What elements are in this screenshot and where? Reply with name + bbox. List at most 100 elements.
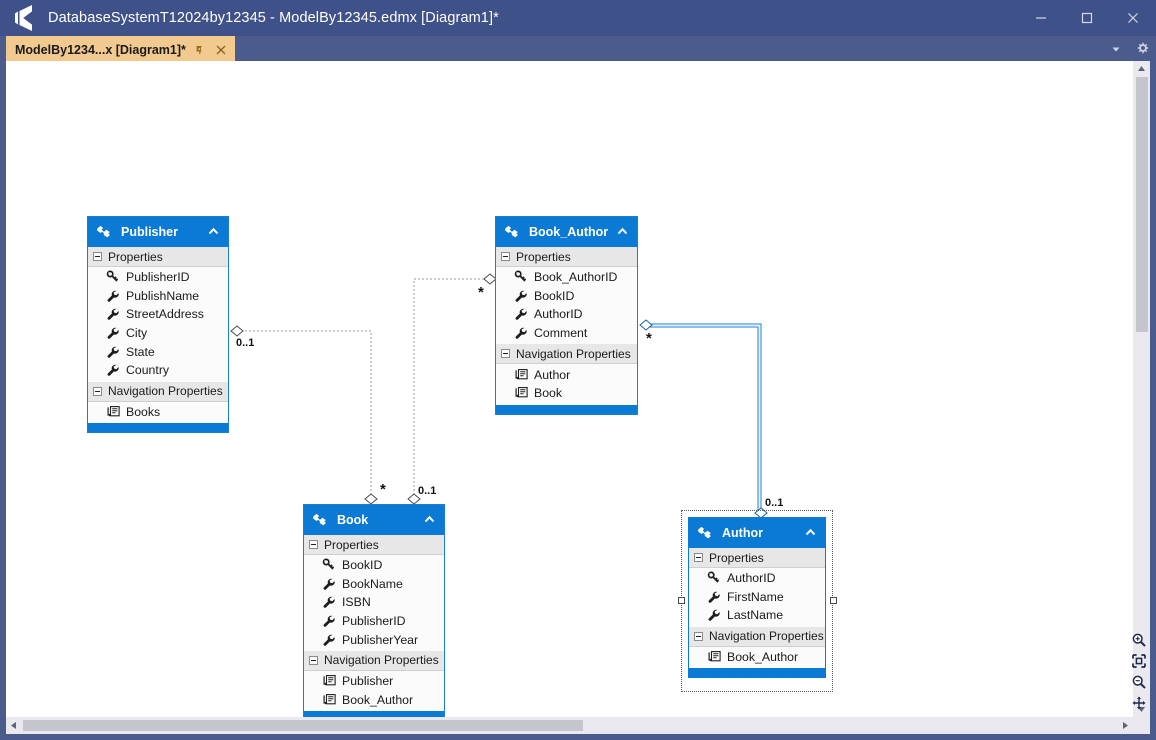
tab-strip-controls	[1108, 36, 1150, 61]
section-header-properties[interactable]: Properties	[689, 548, 825, 568]
property-name: AuthorID	[727, 571, 776, 586]
vertical-scrollbar-thumb[interactable]	[1136, 77, 1148, 332]
vertical-scrollbar[interactable]	[1133, 61, 1150, 717]
property-name: BookID	[342, 558, 383, 573]
scroll-left-icon[interactable]	[6, 717, 21, 734]
section-header-properties[interactable]: Properties	[88, 247, 228, 267]
zoom-in-icon[interactable]	[1130, 631, 1149, 649]
section-header-properties[interactable]: Properties	[304, 535, 444, 555]
property-row[interactable]: Country	[88, 361, 228, 380]
property-row[interactable]: Publisher	[304, 672, 444, 691]
wrench-icon	[106, 326, 120, 340]
property-name: State	[126, 344, 155, 359]
minimize-button[interactable]	[1018, 0, 1064, 36]
property-name: Publisher	[342, 674, 394, 689]
property-row[interactable]: Book_Author	[304, 691, 444, 710]
property-row[interactable]: AuthorID	[689, 569, 825, 588]
property-name: BookName	[342, 576, 403, 591]
property-row[interactable]: City	[88, 324, 228, 343]
collapse-chevron-icon[interactable]	[616, 225, 630, 239]
wrench-icon	[514, 289, 528, 303]
collapse-chevron-icon[interactable]	[423, 513, 437, 527]
key-icon	[514, 270, 528, 284]
pan-icon[interactable]	[1130, 694, 1149, 712]
scroll-up-icon[interactable]	[1133, 61, 1150, 76]
section-header-navigation-properties[interactable]: Navigation Properties	[304, 650, 444, 671]
section-header-properties[interactable]: Properties	[496, 247, 637, 267]
wrench-icon	[707, 608, 721, 622]
collapse-toggle-icon[interactable]	[694, 631, 703, 641]
entity-header-author[interactable]: Author	[689, 518, 825, 548]
property-name: City	[126, 326, 148, 341]
zoom-out-icon[interactable]	[1130, 673, 1149, 691]
tab-strip: ModelBy1234...x [Diagram1]*	[0, 36, 1156, 61]
scroll-right-icon[interactable]	[1118, 717, 1133, 734]
tab-close-icon[interactable]	[214, 43, 228, 57]
section-header-navigation-properties[interactable]: Navigation Properties	[689, 626, 825, 647]
property-row[interactable]: Book_AuthorID	[496, 268, 637, 287]
multiplicity-label-bookauthor-book-from: *	[478, 284, 484, 301]
property-row[interactable]: PublisherYear	[304, 630, 444, 649]
entity-footer	[88, 423, 228, 433]
property-name: Book	[534, 386, 563, 401]
property-row[interactable]: Book	[496, 384, 637, 403]
collapse-toggle-icon[interactable]	[309, 655, 318, 665]
entity-type-icon	[96, 225, 113, 240]
property-row[interactable]: Author	[496, 365, 637, 384]
property-row[interactable]: StreetAddress	[88, 305, 228, 324]
horizontal-scrollbar[interactable]	[6, 717, 1133, 734]
horizontal-scrollbar-thumb[interactable]	[23, 720, 583, 731]
fit-to-screen-icon[interactable]	[1130, 652, 1149, 670]
wrench-icon	[514, 307, 528, 321]
property-row[interactable]: ISBN	[304, 593, 444, 612]
entity-header-publisher[interactable]: Publisher	[88, 217, 228, 247]
collapse-toggle-icon[interactable]	[501, 349, 510, 359]
property-row[interactable]: FirstName	[689, 588, 825, 607]
collapse-chevron-icon[interactable]	[207, 225, 221, 239]
property-row[interactable]: BookName	[304, 575, 444, 594]
multiplicity-label-bookauthor-author-from: *	[646, 330, 652, 347]
property-row[interactable]: BookID	[496, 287, 637, 306]
pin-icon[interactable]	[193, 43, 207, 57]
property-row[interactable]: PublisherID	[304, 612, 444, 631]
property-row[interactable]: LastName	[689, 606, 825, 625]
entity-name: Book	[337, 513, 369, 527]
chevron-down-icon[interactable]	[1108, 41, 1124, 57]
property-row[interactable]: Book_Author	[689, 648, 825, 667]
entity-header-book_author[interactable]: Book_Author	[496, 217, 637, 247]
collapse-toggle-icon[interactable]	[93, 252, 102, 261]
section-header-navigation-properties[interactable]: Navigation Properties	[88, 381, 228, 402]
collapse-chevron-icon[interactable]	[804, 526, 818, 540]
collapse-toggle-icon[interactable]	[93, 386, 102, 396]
property-row[interactable]: State	[88, 342, 228, 361]
property-row[interactable]: PublisherID	[88, 268, 228, 287]
title-bar: DatabaseSystemT12024by12345 - ModelBy123…	[0, 0, 1156, 36]
collapse-toggle-icon[interactable]	[501, 252, 510, 261]
property-row[interactable]: PublishName	[88, 287, 228, 306]
section-header-navigation-properties[interactable]: Navigation Properties	[496, 344, 637, 365]
multiplicity-label-bookauthor-book-to: 0..1	[418, 485, 437, 497]
tab-model-diagram[interactable]: ModelBy1234...x [Diagram1]*	[6, 36, 235, 61]
property-row[interactable]: AuthorID	[496, 305, 637, 324]
collapse-toggle-icon[interactable]	[309, 540, 318, 549]
resize-handle-right[interactable]	[830, 597, 837, 604]
close-button[interactable]	[1110, 0, 1156, 36]
property-row[interactable]: Books	[88, 403, 228, 422]
maximize-button[interactable]	[1064, 0, 1110, 36]
property-row[interactable]: Comment	[496, 324, 637, 343]
gear-icon[interactable]	[1134, 41, 1150, 57]
multiplicity-label-publisher-book-to: *	[380, 481, 386, 498]
resize-handle-left[interactable]	[678, 597, 685, 604]
property-row[interactable]: BookID	[304, 556, 444, 575]
collapse-toggle-icon[interactable]	[694, 553, 703, 562]
section-label: Navigation Properties	[516, 346, 631, 361]
entity-header-book[interactable]: Book	[304, 505, 444, 535]
